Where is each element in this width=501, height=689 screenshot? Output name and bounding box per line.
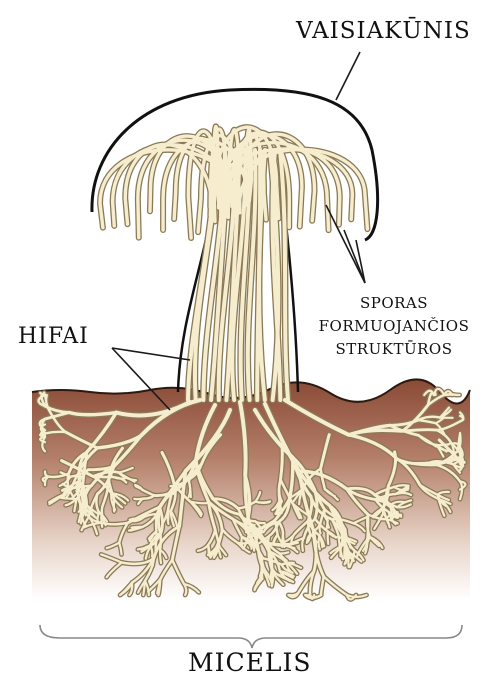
mycelium-brace bbox=[40, 625, 462, 648]
label-mycelium: MICELIS bbox=[188, 650, 311, 675]
label-hyphae: HIFAI bbox=[18, 326, 89, 348]
hypha-strand bbox=[267, 536, 268, 549]
hypha-strand bbox=[282, 536, 283, 547]
leader-spores-2 bbox=[344, 230, 365, 283]
leader-spores-1 bbox=[326, 205, 365, 283]
label-spore-structures: SPORAS FORMUOJANČIOS STRUKTŪROS bbox=[305, 292, 483, 361]
hypha-strand bbox=[134, 499, 143, 500]
hypha-strand bbox=[327, 521, 328, 529]
hypha-strand bbox=[279, 480, 281, 501]
hypha-strand bbox=[280, 445, 282, 480]
hypha-strand bbox=[279, 552, 288, 553]
label-spore-line-2: FORMUOJANČIOS bbox=[305, 315, 483, 338]
label-spore-line-3: STRUKTŪROS bbox=[305, 338, 483, 361]
hypha-strand bbox=[68, 474, 69, 490]
hypha-strand bbox=[319, 536, 320, 550]
leader-fruiting-body bbox=[336, 52, 360, 100]
label-fruiting-body: VAISIAKŪNIS bbox=[296, 20, 471, 43]
leader-spores-3 bbox=[356, 240, 365, 283]
leader-hyphae-2 bbox=[112, 348, 190, 360]
hypha-strand bbox=[402, 430, 436, 431]
hypha-strand bbox=[272, 572, 273, 586]
label-spore-line-1: SPORAS bbox=[305, 292, 483, 315]
hypha-strand bbox=[160, 550, 161, 563]
